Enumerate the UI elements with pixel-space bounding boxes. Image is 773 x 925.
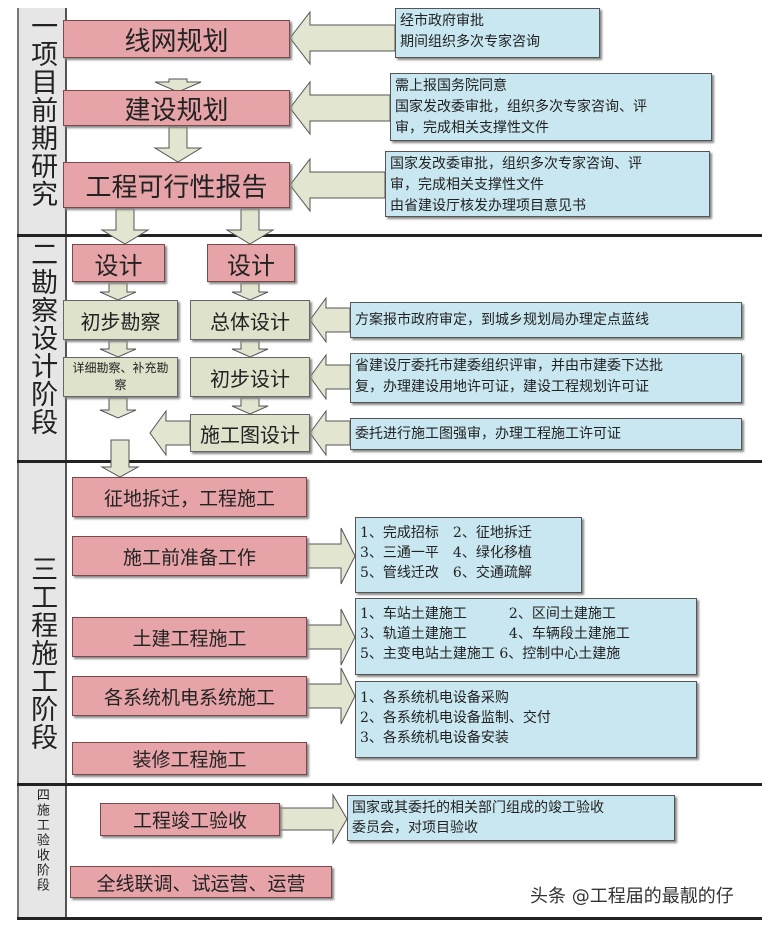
- down-arrow-icon: [153, 126, 203, 163]
- right-arrow-icon: [306, 667, 356, 725]
- step-design-right: 设计: [207, 244, 295, 282]
- left-arrow-icon: [289, 80, 391, 136]
- stage-2-label: 二勘察设计阶段: [26, 240, 58, 436]
- down-arrow-icon: [99, 340, 137, 358]
- right-arrow-icon: [306, 527, 356, 585]
- note-feasibility: 国家发改委审批，组织多次专家咨询、评审，完成相关支撑性文件由省建设厅核发办理项目…: [385, 151, 710, 217]
- step-trial-operation: 全线联调、试运营、运营: [70, 866, 332, 898]
- left-arrow-icon: [309, 353, 351, 401]
- down-arrow-icon: [225, 208, 275, 245]
- step-land-acquisition: 征地拆迁，工程施工: [72, 477, 307, 517]
- step-electromechanical: 各系统机电系统施工: [72, 676, 307, 716]
- step-line-network-planning: 线网规划: [63, 20, 290, 58]
- stage-divider: [17, 234, 762, 237]
- step-feasibility-report: 工程可行性报告: [63, 162, 290, 208]
- note-overall-design: 方案报市政府审定，到城乡规划局办理定点蓝线: [350, 302, 742, 338]
- stage-divider: [17, 917, 762, 920]
- left-arrow-icon: [289, 10, 396, 66]
- down-arrow-icon: [100, 208, 150, 245]
- down-arrow-icon: [231, 397, 269, 415]
- note-line-network: 经市政府审批期间组织多次专家咨询: [395, 8, 600, 58]
- left-arrow-icon: [309, 409, 351, 457]
- step-design-left: 设计: [72, 244, 165, 282]
- watermark: 头条 @工程届的最靓的仔: [530, 886, 734, 907]
- left-arrow-icon: [289, 157, 386, 213]
- stage-sidebar: [17, 8, 67, 920]
- step-detailed-survey: 详细勘察、补充勘察: [63, 357, 178, 397]
- step-preliminary-design: 初步设计: [190, 357, 310, 397]
- right-arrow-icon: [306, 608, 356, 666]
- note-completion-acceptance: 国家或其委托的相关部门组成的竣工验收委员会，对项目验收: [347, 795, 675, 841]
- step-preliminary-survey: 初步勘察: [63, 300, 178, 340]
- left-arrow-icon: [149, 409, 191, 457]
- right-arrow-icon: [279, 793, 348, 845]
- step-overall-design: 总体设计: [190, 300, 310, 340]
- down-arrow-icon: [231, 282, 269, 301]
- step-completion-acceptance: 工程竣工验收: [100, 803, 280, 836]
- left-arrow-icon: [309, 296, 351, 344]
- step-civil-works: 土建工程施工: [72, 617, 307, 657]
- down-arrow-icon: [99, 397, 137, 419]
- down-arrow-icon: [99, 282, 137, 301]
- stage-divider: [17, 783, 762, 786]
- note-preliminary-design: 省建设厅委托市建委组织评审，并由市建委下达批复，办理建设用地许可证，建设工程规划…: [350, 353, 742, 403]
- step-decoration: 装修工程施工: [72, 742, 307, 775]
- stage-divider: [17, 460, 762, 463]
- down-arrow-icon: [100, 439, 140, 478]
- step-pre-construction-prep: 施工前准备工作: [72, 536, 307, 576]
- stage-1-label: 一项目前期研究: [26, 12, 58, 208]
- stage-3-label: 三工程施工阶段: [26, 555, 58, 751]
- step-construction-drawing-design: 施工图设计: [190, 414, 310, 452]
- down-arrow-icon: [154, 78, 202, 93]
- stage-4-label: 四施工验收阶段: [33, 788, 49, 893]
- step-construction-planning: 建设规划: [63, 90, 290, 126]
- note-construction-drawing: 委托进行施工图强审，办理工程施工许可证: [350, 418, 742, 450]
- down-arrow-icon: [231, 340, 269, 358]
- note-construction-planning: 需上报国务院同意国家发改委审批，组织多次专家咨询、评审，完成相关支撑性文件: [390, 73, 712, 141]
